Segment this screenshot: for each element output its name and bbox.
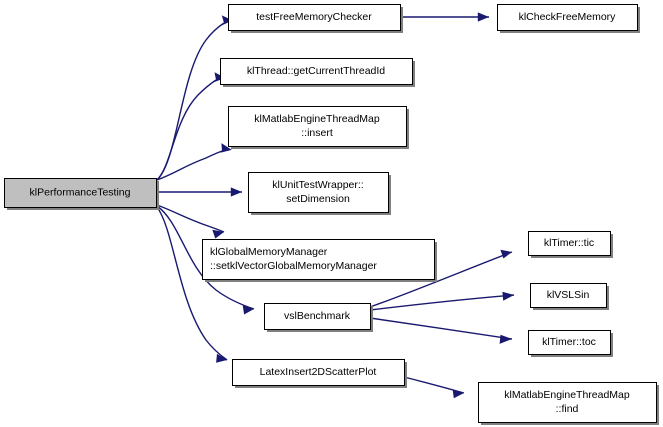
- node-klVSLSin[interactable]: klVSLSin: [530, 283, 610, 311]
- node-box[interactable]: [232, 359, 405, 386]
- node-klTimerToc[interactable]: klTimer::toc: [528, 330, 614, 358]
- edge-root-to-klMatlabEngineThreadMapInsert: [156, 143, 232, 181]
- node-box[interactable]: [497, 4, 638, 31]
- edge-line: [156, 150, 223, 181]
- node-label: vslBenchmark: [284, 310, 351, 322]
- node-box[interactable]: [528, 231, 611, 256]
- node-label: ::find: [556, 403, 579, 415]
- node-vslBenchmark[interactable]: vslBenchmark: [264, 303, 374, 333]
- node-box[interactable]: [530, 283, 607, 308]
- node-label: klMatlabEngineThreadMap: [504, 389, 630, 401]
- node-box[interactable]: [202, 239, 435, 280]
- node-box[interactable]: [528, 330, 611, 355]
- edge-line: [156, 205, 255, 310]
- edge-vslBenchmark-to-klVSLSin: [369, 291, 515, 311]
- arrowhead-icon: [500, 249, 512, 259]
- node-klCheckFreeMemory[interactable]: klCheckFreeMemory: [497, 4, 641, 34]
- node-box[interactable]: [228, 4, 401, 31]
- node-label: klGlobalMemoryManager: [210, 246, 328, 258]
- node-label: klPerformanceTesting: [30, 186, 131, 198]
- edge-line: [156, 204, 225, 233]
- node-klThreadGetCurrentThreadId[interactable]: klThread::getCurrentThreadId: [220, 58, 416, 88]
- node-label: klMatlabEngineThreadMap: [254, 113, 380, 125]
- node-label: LatexInsert2DScatterPlot: [260, 366, 377, 378]
- node-label: klVSLSin: [547, 289, 590, 301]
- arrowhead-icon: [214, 72, 226, 83]
- edge-root-to-LatexInsert2DScatterPlot: [156, 206, 228, 363]
- node-box-root[interactable]: [4, 178, 157, 208]
- arrowhead-icon: [242, 305, 254, 315]
- node-label: ::setklVectorGlobalMemoryManager: [210, 260, 377, 272]
- edge-line: [369, 294, 515, 311]
- node-klTimerTic[interactable]: klTimer::tic: [528, 231, 614, 259]
- edge-root-to-klThreadGetCurrentThreadId: [156, 72, 226, 181]
- node-label: klCheckFreeMemory: [519, 11, 617, 23]
- node-label: klThread::getCurrentThreadId: [247, 65, 385, 77]
- node-label: setDimension: [286, 193, 350, 205]
- node-label: testFreeMemoryChecker: [256, 11, 372, 23]
- node-testFreeMemoryChecker[interactable]: testFreeMemoryChecker: [228, 4, 404, 34]
- arrowhead-icon: [230, 187, 242, 197]
- edge-vslBenchmark-to-klTimerTic: [369, 249, 513, 308]
- edge-root-to-vslBenchmark: [156, 205, 255, 315]
- edge-line: [369, 251, 513, 308]
- node-box[interactable]: [228, 106, 407, 147]
- node-klMatlabEngineThreadMapInsert[interactable]: klMatlabEngineThreadMap::insert: [228, 106, 410, 150]
- node-klGlobalMemoryManagerSet[interactable]: klGlobalMemoryManager::setklVectorGlobal…: [202, 239, 438, 283]
- node-label: klUnitTestWrapper::: [272, 179, 363, 191]
- node-box[interactable]: [248, 172, 389, 213]
- edge-line: [156, 22, 225, 181]
- arrowhead-icon: [216, 353, 227, 363]
- node-klMatlabEngineThreadMapFind[interactable]: klMatlabEngineThreadMap::find: [478, 382, 660, 426]
- edges-layer: [156, 12, 515, 399]
- node-box[interactable]: [478, 382, 657, 423]
- node-LatexInsert2DScatterPlot[interactable]: LatexInsert2DScatterPlot: [232, 359, 408, 389]
- arrowhead-icon: [220, 143, 232, 153]
- edge-root-to-klUnitTestWrapperSetDimension: [157, 187, 242, 197]
- edge-LatexInsert2DScatterPlot-to-klMatlabEngineThreadMapFind: [403, 376, 465, 399]
- node-root[interactable]: klPerformanceTesting: [4, 178, 160, 211]
- edge-testFreeMemoryChecker-to-klCheckFreeMemory: [400, 12, 489, 22]
- arrowhead-icon: [212, 229, 224, 239]
- node-label: klTimer::toc: [542, 336, 596, 348]
- node-box[interactable]: [264, 303, 371, 330]
- node-klUnitTestWrapperSetDimension[interactable]: klUnitTestWrapper::setDimension: [248, 172, 392, 216]
- edge-line: [369, 317, 513, 340]
- edge-root-to-klGlobalMemoryManagerSet: [156, 204, 225, 239]
- arrowhead-icon: [502, 291, 514, 301]
- edge-vslBenchmark-to-klTimerToc: [369, 317, 513, 344]
- node-label: klTimer::tic: [544, 237, 594, 249]
- arrowhead-icon: [221, 15, 233, 26]
- edge-line: [156, 79, 217, 181]
- node-box[interactable]: [220, 58, 413, 85]
- nodes-layer: klPerformanceTesting testFreeMemoryChecke…: [4, 4, 660, 426]
- node-label: ::insert: [301, 127, 333, 139]
- edge-line: [156, 206, 228, 361]
- arrowhead-icon: [499, 334, 512, 344]
- arrowhead-icon: [452, 389, 464, 399]
- arrowhead-icon: [477, 12, 489, 22]
